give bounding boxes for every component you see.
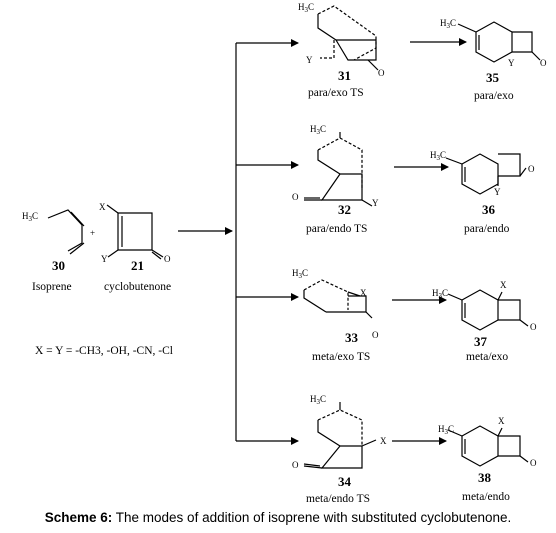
product-36-label: para/endo (464, 223, 510, 235)
dienophile-name: cyclobutenone (104, 281, 171, 293)
ts-34-number: 34 (338, 474, 352, 489)
product-35-structure (457, 21, 541, 63)
isoprene-structure (47, 209, 85, 255)
ts-31-o: O (378, 68, 385, 78)
reaction-scheme: H3C 30 Isoprene + X Y O 21 cyclobutenone… (22, 2, 547, 505)
product-36-y: Y (494, 187, 501, 197)
plus-sign: + (90, 228, 95, 238)
product-37-methyl: H3C (432, 288, 448, 300)
dienophile-y: Y (101, 254, 108, 264)
figure-caption: Scheme 6: The modes of addition of isopr… (0, 510, 556, 525)
ts-31-label: para/exo TS (308, 87, 364, 99)
product-36-o: O (528, 164, 535, 174)
ts-34-methyl: H3C (310, 394, 326, 406)
ts-33-x: X (360, 288, 367, 298)
product-36-structure (445, 153, 527, 195)
isoprene-methyl-label: H3C (22, 211, 38, 223)
ts-33-structure (303, 279, 373, 319)
ts-32-number: 32 (338, 202, 351, 217)
substituent-definition: X = Y = -CH3, -OH, -CN, -Cl (35, 345, 173, 357)
product-37-number: 37 (474, 334, 488, 349)
product-35-label: para/exo (474, 90, 514, 102)
product-38-structure (447, 425, 529, 467)
isoprene-number: 30 (52, 258, 65, 273)
ts-32-y: Y (372, 198, 379, 208)
product-35-methyl: H3C (440, 18, 456, 30)
ts-34-structure (303, 402, 377, 469)
product-36-number: 36 (482, 202, 496, 217)
product-36-methyl: H3C (430, 150, 446, 162)
product-38-x: X (498, 416, 505, 426)
ts-32-label: para/endo TS (306, 223, 367, 235)
product-37-structure (447, 289, 529, 331)
product-38-number: 38 (478, 470, 492, 485)
product-35-number: 35 (486, 70, 500, 85)
ts-33-number: 33 (345, 330, 359, 345)
ts-32-o: O (292, 192, 299, 202)
ts-32-methyl: H3C (310, 124, 326, 136)
product-38-label: meta/endo (462, 491, 510, 503)
product-37-o: O (530, 322, 537, 332)
caption-label: Scheme 6: (44, 510, 113, 525)
ts-31-number: 31 (338, 68, 351, 83)
ts-33-label: meta/exo TS (312, 351, 370, 363)
branch-lines (178, 39, 299, 445)
ts-34-o: O (292, 460, 299, 470)
product-38-o: O (530, 458, 537, 468)
caption-text: The modes of addition of isoprene with s… (112, 510, 512, 525)
product-35-o: O (540, 58, 547, 68)
product-37-x: X (500, 280, 507, 290)
dienophile-o: O (164, 254, 171, 264)
product-35-y: Y (508, 58, 515, 68)
cyclobutenone-structure (106, 204, 164, 260)
ts-32-structure (304, 132, 373, 207)
ts-31-y: Y (306, 55, 313, 65)
ts-31-methyl: H3C (298, 2, 314, 14)
ts-33-o: O (372, 330, 379, 340)
dienophile-number: 21 (131, 258, 144, 273)
dienophile-x: X (99, 202, 106, 212)
isoprene-name: Isoprene (32, 281, 72, 293)
product-37-label: meta/exo (466, 351, 508, 363)
ts-34-label: meta/endo TS (306, 493, 370, 505)
product-38-methyl: H3C (438, 424, 454, 436)
ts-31-structure (317, 5, 379, 71)
ts-34-x: X (380, 436, 387, 446)
ts-33-methyl: H3C (292, 268, 308, 280)
